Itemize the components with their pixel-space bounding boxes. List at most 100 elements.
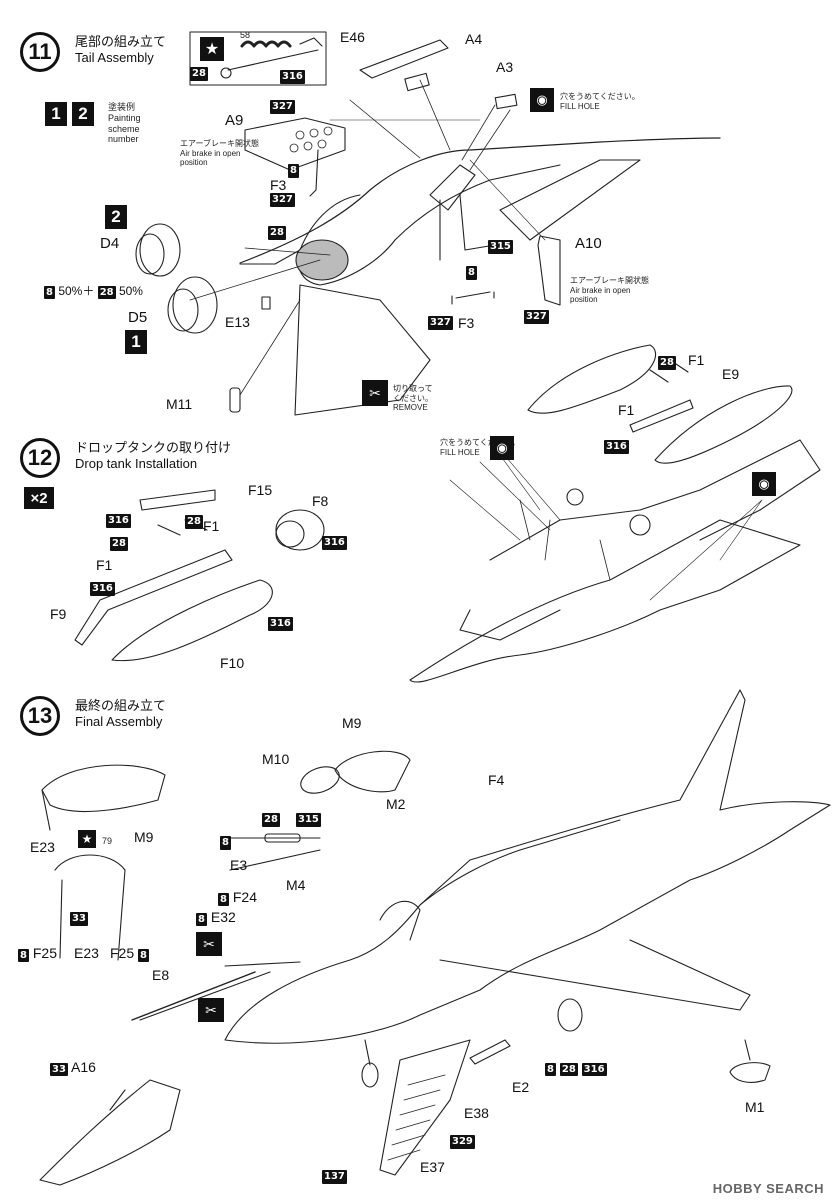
quantity-x2-badge: ×2 bbox=[24, 487, 54, 509]
decal-79-label: 79 bbox=[102, 836, 113, 846]
part-label-F10: F10 bbox=[220, 655, 245, 671]
part-label-A9: A9 bbox=[225, 112, 244, 129]
color-chip-316-right: 316 bbox=[604, 440, 629, 454]
star-icon: ★ bbox=[200, 37, 224, 61]
part-label-M10: M10 bbox=[262, 751, 290, 767]
color-chip-28-mix: 28 bbox=[268, 226, 286, 240]
scheme-1-badge: 1 bbox=[45, 102, 67, 126]
color-chip-8-f3: 8 bbox=[288, 164, 299, 178]
remove-icon: ✂ bbox=[196, 932, 222, 956]
color-chip-8-f24: 8 bbox=[218, 893, 229, 906]
part-label-F1-left-top: F1 bbox=[203, 518, 220, 534]
color-chip-8-mix: 8 bbox=[44, 286, 55, 299]
remove-icon: ✂ bbox=[198, 998, 224, 1022]
color-chip-327-f3b: 327 bbox=[428, 316, 453, 330]
color-chip-28-f1-left2: 28 bbox=[110, 537, 128, 551]
color-chip-33-a16: 33 bbox=[50, 1063, 68, 1076]
color-chip-315-e3: 315 bbox=[296, 813, 321, 827]
part-label-E9: E9 bbox=[722, 366, 740, 382]
color-chip-8-e2: 8 bbox=[545, 1063, 556, 1076]
color-chip-33-e23: 33 bbox=[70, 912, 88, 926]
color-chip-137: 137 bbox=[322, 1170, 347, 1184]
color-chip-8-e3: 8 bbox=[220, 836, 231, 850]
part-label-E23-bottom: E23 bbox=[74, 945, 99, 961]
part-label-A3: A3 bbox=[496, 59, 514, 75]
part-label-F25-left: 8 F25 bbox=[18, 945, 57, 962]
part-label-E13: E13 bbox=[225, 314, 250, 330]
part-label-F3-top: F3 bbox=[270, 177, 287, 193]
color-chip-316-left: 316 bbox=[106, 514, 131, 528]
color-chip-8-f25a: 8 bbox=[18, 949, 29, 962]
part-label-M1: M1 bbox=[745, 1099, 765, 1115]
part-label-E2: E2 bbox=[512, 1079, 530, 1095]
color-chip-28-e2: 28 bbox=[559, 1063, 578, 1076]
color-chip-28-f1-left: 28 bbox=[185, 515, 203, 529]
step-13-title-jp: 最終の組み立て bbox=[75, 698, 167, 713]
scheme-2-badge: 2 bbox=[72, 102, 94, 126]
color-chip-8-f3b: 8 bbox=[466, 266, 477, 280]
part-label-A16: 33 A16 bbox=[50, 1059, 96, 1076]
part-label-F3-bottom: F3 bbox=[458, 315, 475, 331]
part-label-E8: E8 bbox=[152, 967, 170, 983]
step-13-title-en: Final Assembly bbox=[75, 714, 163, 730]
part-label-E38: E38 bbox=[464, 1105, 489, 1121]
step-11-badge: 11 bbox=[20, 32, 60, 72]
color-chips-e2: 8 28 316 bbox=[545, 1060, 607, 1076]
part-label-F8: F8 bbox=[312, 493, 329, 509]
part-label-F24: 8 F24 bbox=[218, 889, 257, 906]
step-12-title-en: Drop tank Installation bbox=[75, 456, 198, 472]
part-label-E46: E46 bbox=[340, 29, 365, 45]
color-chip-316-tank: 316 bbox=[268, 617, 293, 631]
color-chip-316-f8: 316 bbox=[322, 536, 347, 550]
part-label-F9: F9 bbox=[50, 606, 67, 622]
fill-hole-note-left: 穴をうめてください。FILL HOLE bbox=[440, 438, 520, 457]
part-label-F1-right-top: F1 bbox=[688, 352, 705, 368]
part-label-A10: A10 bbox=[575, 235, 602, 252]
decal-58-label: 58 bbox=[240, 30, 251, 40]
part-label-D4: D4 bbox=[100, 235, 120, 252]
remove-icon: ✂ bbox=[362, 380, 388, 406]
part-label-E37: E37 bbox=[420, 1159, 445, 1175]
part-label-F15: F15 bbox=[248, 482, 273, 498]
step-11-title: 尾部の組み立て Tail Assembly bbox=[75, 34, 166, 67]
color-chip-28: 28 bbox=[190, 67, 208, 81]
part-label-F25-right: F25 8 bbox=[110, 945, 149, 962]
part-label-E23-top: E23 bbox=[30, 839, 55, 855]
color-chip-8-f25b: 8 bbox=[138, 949, 149, 962]
remove-note: 切り取ってください。REMOVE bbox=[393, 384, 433, 413]
part-label-E3: E3 bbox=[230, 857, 248, 873]
color-chip-316: 316 bbox=[280, 70, 305, 84]
part-label-M9-left: M9 bbox=[134, 829, 154, 845]
color-chip-316-pylon: 316 bbox=[90, 582, 115, 596]
part-label-M9-top: M9 bbox=[342, 715, 362, 731]
part-label-F4: F4 bbox=[488, 772, 505, 788]
color-chip-327-f3: 327 bbox=[270, 193, 295, 207]
step-12-title-jp: ドロップタンクの取り付け bbox=[75, 440, 232, 455]
scheme-1-badge-d5: 1 bbox=[125, 330, 147, 354]
part-label-E32: 8 E32 bbox=[196, 909, 236, 926]
color-chip-8-e32: 8 bbox=[196, 913, 207, 926]
color-chip-327-a9: 327 bbox=[270, 100, 295, 114]
mix-ratio-label: 8 50%＋ 28 50% bbox=[44, 284, 143, 299]
fill-hole-icon: ◉ bbox=[752, 472, 776, 496]
color-chip-316-e2: 316 bbox=[581, 1063, 607, 1076]
color-chip-329: 329 bbox=[450, 1135, 475, 1149]
fill-hole-icon: ◉ bbox=[530, 88, 554, 112]
star-icon: ★ bbox=[78, 830, 96, 848]
color-chip-28-e3: 28 bbox=[262, 813, 280, 827]
part-label-F1-left: F1 bbox=[96, 557, 113, 573]
step-12-badge: 12 bbox=[20, 438, 60, 478]
color-chip-327-a10: 327 bbox=[524, 310, 549, 324]
part-label-A4: A4 bbox=[465, 31, 483, 47]
scheme-2-badge-d4: 2 bbox=[105, 205, 127, 229]
step-11-title-jp: 尾部の組み立て bbox=[75, 34, 167, 49]
part-label-F1-right: F1 bbox=[618, 402, 635, 418]
step-12-title: ドロップタンクの取り付け Drop tank Installation bbox=[75, 440, 231, 473]
watermark: HOBBY SEARCH bbox=[712, 1181, 824, 1196]
color-chip-28-mix2: 28 bbox=[97, 286, 116, 299]
